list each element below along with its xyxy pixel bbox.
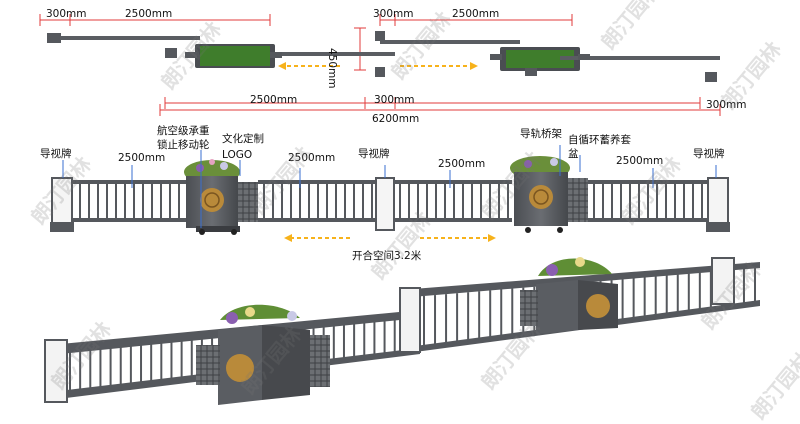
label-sign-left: 导视牌 (40, 148, 72, 160)
plan-gate-left (47, 31, 395, 77)
label-caster-line1: 航空级承重 (157, 125, 210, 137)
label-span-2: 2500mm (288, 152, 336, 164)
dim-2500-bottom: 2500mm (250, 94, 298, 106)
dim-300-left: 300mm (46, 8, 87, 20)
arrow-right-icon (488, 234, 496, 242)
gate-drawing-canvas (39, 14, 760, 405)
persp-sign-post-left (44, 339, 68, 403)
label-logo-line1: 文化定制 (222, 133, 264, 145)
label-rail: 导轨桥架 (520, 128, 562, 140)
elevation-view (50, 145, 730, 242)
persp-logo-right (586, 294, 610, 318)
label-caster-line2: 锁止移动轮 (157, 139, 210, 151)
label-sign-right: 导视牌 (693, 148, 725, 160)
label-open-space: 开合空间3.2米 (352, 250, 422, 262)
fence-left (72, 180, 190, 222)
planter-left (184, 159, 258, 235)
arrow-left-icon (278, 62, 286, 70)
logo-medallion-left (200, 188, 224, 212)
fence-mid-left (258, 180, 376, 222)
dim-300-bottom: 300mm (374, 94, 415, 106)
logo-medallion-right (529, 185, 553, 209)
dim-450: 450mm (326, 48, 338, 89)
dim-2500-right: 2500mm (452, 8, 500, 20)
persp-sign-post-right (711, 257, 735, 305)
sign-post-mid (375, 177, 395, 231)
dim-6200-total: 6200mm (372, 113, 420, 125)
label-span-1: 2500mm (118, 152, 166, 164)
arrow-left-icon (284, 234, 292, 242)
arrow-right-icon (470, 62, 478, 70)
dim-2500-left: 2500mm (125, 8, 173, 20)
label-logo-line2: LOGO (222, 149, 253, 161)
perspective-view (44, 257, 760, 405)
dim-300-right: 300mm (373, 8, 414, 20)
fence-right (588, 180, 708, 222)
label-planter-line2: 盆 (568, 148, 579, 160)
label-span-3: 2500mm (438, 158, 486, 170)
plan-view (39, 14, 721, 116)
fence-mid-right (394, 180, 512, 222)
persp-logo-left (226, 354, 254, 382)
planter-right (510, 156, 588, 233)
dim-300-bottom-right: 300mm (706, 99, 747, 111)
label-sign-mid: 导视牌 (358, 148, 390, 160)
label-span-4: 2500mm (616, 155, 664, 167)
plan-gate-right (380, 40, 720, 82)
leader-lines (62, 145, 717, 228)
plan-dimension-lines (39, 14, 721, 116)
persp-sign-post-mid (399, 287, 421, 353)
label-planter-line1: 自循环蓄养套 (568, 134, 631, 146)
